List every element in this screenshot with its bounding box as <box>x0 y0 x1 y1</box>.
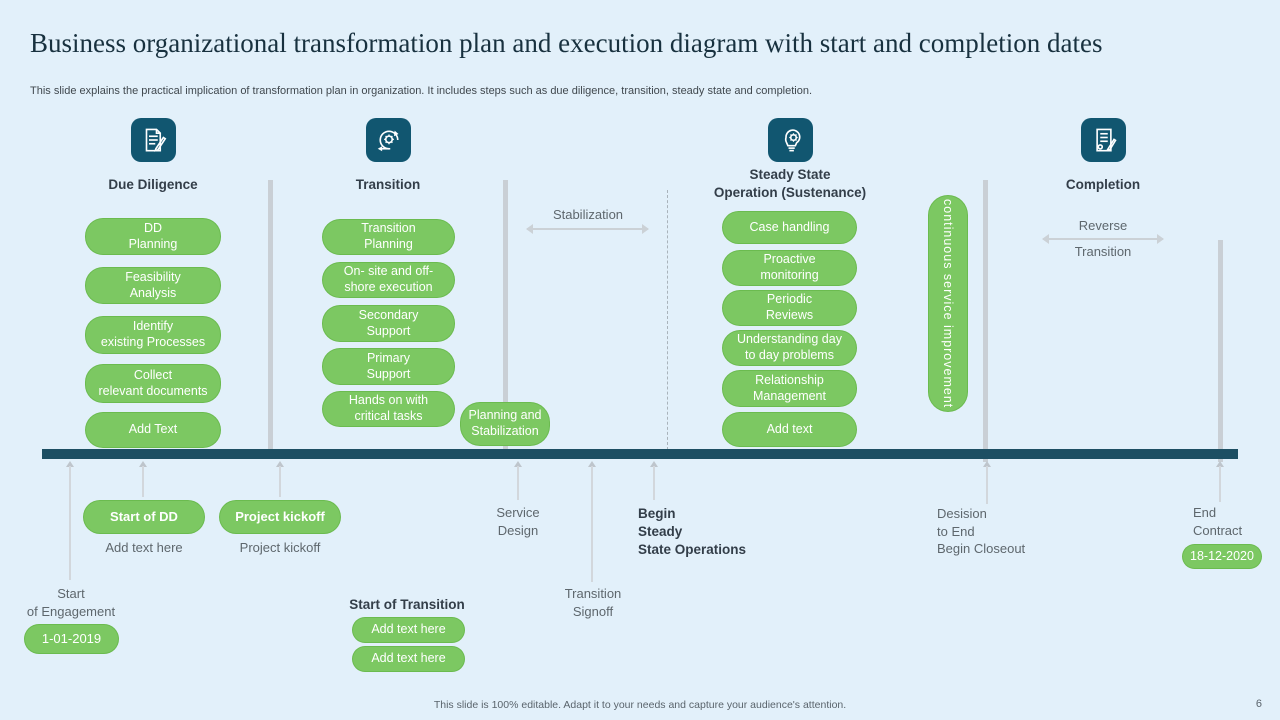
project-kickoff-sublabel: Project kickoff <box>239 540 321 555</box>
stabilization-arrow <box>526 224 649 234</box>
transition-signoff-label: Transition Signoff <box>564 586 622 619</box>
service-design-label: Service Design <box>496 505 540 538</box>
continuous-improvement-pill[interactable]: continuous service improvement <box>928 195 968 412</box>
planning-stabilization-pill[interactable]: Planning and Stabilization <box>460 402 550 446</box>
phase-header-due-diligence: Due Diligence <box>108 177 198 192</box>
timeline-arrow <box>275 461 285 497</box>
transition-icon-box <box>366 118 411 162</box>
reverse-label: Reverse <box>1078 218 1128 233</box>
timeline-arrow <box>1215 461 1225 502</box>
reverse-transition-arrow <box>1042 234 1164 244</box>
document-pen-icon <box>145 128 166 152</box>
divider-bar <box>503 180 508 450</box>
phase-header-steady-state: Steady State Operation (Sustenance) <box>713 167 867 201</box>
task-pill[interactable]: Understanding day to day problems <box>722 330 857 366</box>
stabilization-label: Stabilization <box>552 207 624 222</box>
task-pill[interactable]: Collect relevant documents <box>85 364 221 403</box>
start-engagement-date-pill[interactable]: 1-01-2019 <box>24 624 119 654</box>
completion-icon-box <box>1081 118 1126 162</box>
phase-header-completion: Completion <box>1065 177 1141 192</box>
project-kickoff-pill[interactable]: Project kickoff <box>219 500 341 534</box>
task-pill[interactable]: Primary Support <box>322 348 455 385</box>
divider-bar <box>983 180 988 462</box>
start-engagement-label: Start of Engagement <box>26 586 116 619</box>
start-transition-label: Start of Transition <box>349 597 465 612</box>
task-pill[interactable]: Feasibility Analysis <box>85 267 221 304</box>
due-diligence-icon-box <box>131 118 176 162</box>
footer-note: This slide is 100% editable. Adapt it to… <box>433 699 847 711</box>
task-pill[interactable]: Secondary Support <box>322 305 455 342</box>
divider-bar <box>268 180 273 450</box>
agile-cycle-icon <box>377 130 399 152</box>
task-pill[interactable]: Add Text <box>85 412 221 448</box>
phase-header-transition: Transition <box>355 177 421 192</box>
continuous-improvement-label: continuous service improvement <box>941 198 955 409</box>
task-pill[interactable]: Identify existing Processes <box>85 316 221 354</box>
divider-bar <box>1218 240 1223 462</box>
task-pill[interactable]: Case handling <box>722 211 857 244</box>
task-pill[interactable]: On- site and off- shore execution <box>322 262 455 298</box>
task-pill[interactable]: Hands on with critical tasks <box>322 391 455 427</box>
page-title: Business organizational transformation p… <box>30 28 1103 58</box>
page-number: 6 <box>1255 698 1262 710</box>
task-pill[interactable]: Proactive monitoring <box>722 250 857 286</box>
task-pill[interactable]: Transition Planning <box>322 219 455 255</box>
timeline-arrow <box>65 461 75 580</box>
bulb-gear-icon <box>784 129 801 152</box>
timeline-bar <box>42 449 1238 459</box>
end-contract-label: End Contract <box>1193 505 1243 538</box>
task-pill[interactable]: Periodic Reviews <box>722 290 857 326</box>
timeline-arrow <box>649 461 659 500</box>
contract-icon <box>1095 128 1117 152</box>
timeline-arrow <box>982 461 992 504</box>
start-transition-pill[interactable]: Add text here <box>352 646 465 672</box>
steady-state-icon-box <box>768 118 813 162</box>
timeline-arrow <box>138 461 148 497</box>
start-of-dd-sublabel: Add text here <box>105 540 183 555</box>
start-transition-pill[interactable]: Add text here <box>352 617 465 643</box>
slide-subtitle: This slide explains the practical implic… <box>30 85 813 97</box>
timeline-arrow <box>587 461 597 582</box>
decision-to-end-label: Desision to End Begin Closeout <box>937 506 1026 557</box>
end-contract-date-pill[interactable]: 18-12-2020 <box>1182 544 1262 569</box>
task-pill[interactable]: Relationship Management <box>722 370 857 407</box>
timeline-arrow <box>513 461 523 500</box>
start-of-dd-pill[interactable]: Start of DD <box>83 500 205 534</box>
reverse-transition-label: Transition <box>1074 244 1132 259</box>
divider-dashed <box>667 190 668 450</box>
task-pill[interactable]: Add text <box>722 412 857 447</box>
begin-steady-state-label: Begin Steady State Operations <box>638 506 747 558</box>
task-pill[interactable]: DD Planning <box>85 218 221 255</box>
